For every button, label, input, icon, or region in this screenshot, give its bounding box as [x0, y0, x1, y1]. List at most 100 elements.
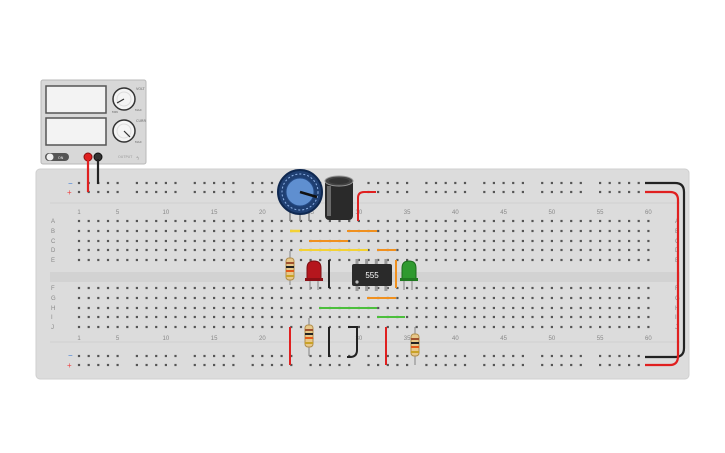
rail-hole[interactable]: [367, 363, 370, 367]
breadboard-hole[interactable]: [570, 239, 573, 243]
breadboard-hole[interactable]: [145, 286, 148, 290]
breadboard-hole[interactable]: [135, 306, 138, 310]
breadboard-hole[interactable]: [608, 229, 611, 233]
breadboard-hole[interactable]: [106, 296, 110, 300]
rail-hole[interactable]: [570, 354, 573, 358]
breadboard-hole[interactable]: [164, 286, 167, 290]
breadboard-hole[interactable]: [386, 325, 389, 329]
breadboard-hole[interactable]: [77, 229, 81, 233]
breadboard-hole[interactable]: [560, 325, 563, 329]
breadboard-hole[interactable]: [203, 219, 206, 223]
breadboard-hole[interactable]: [473, 296, 476, 300]
breadboard-hole[interactable]: [174, 325, 177, 329]
breadboard-hole[interactable]: [348, 239, 351, 243]
rail-hole[interactable]: [608, 181, 611, 185]
breadboard-hole[interactable]: [184, 315, 187, 319]
breadboard-hole[interactable]: [77, 248, 81, 252]
breadboard-hole[interactable]: [618, 239, 621, 243]
breadboard-hole[interactable]: [589, 229, 592, 233]
rail-hole[interactable]: [87, 354, 90, 358]
breadboard-hole[interactable]: [463, 229, 467, 233]
breadboard-hole[interactable]: [290, 315, 293, 319]
breadboard-hole[interactable]: [589, 258, 592, 262]
rail-hole[interactable]: [290, 363, 293, 367]
rail-hole[interactable]: [579, 181, 582, 185]
breadboard-hole[interactable]: [512, 315, 515, 319]
breadboard-hole[interactable]: [628, 286, 631, 290]
breadboard-hole[interactable]: [492, 306, 495, 310]
breadboard-hole[interactable]: [483, 296, 486, 300]
breadboard-hole[interactable]: [492, 286, 495, 290]
rail-hole[interactable]: [406, 354, 409, 358]
rail-hole[interactable]: [599, 354, 602, 358]
breadboard-hole[interactable]: [560, 229, 563, 233]
breadboard-hole[interactable]: [184, 258, 187, 262]
breadboard-hole[interactable]: [164, 219, 167, 223]
rail-hole[interactable]: [628, 363, 631, 367]
breadboard-hole[interactable]: [570, 248, 573, 252]
breadboard-hole[interactable]: [512, 229, 515, 233]
breadboard-hole[interactable]: [116, 219, 119, 223]
rail-hole[interactable]: [280, 354, 283, 358]
breadboard-hole[interactable]: [270, 286, 274, 290]
breadboard-hole[interactable]: [251, 306, 254, 310]
breadboard-hole[interactable]: [444, 315, 447, 319]
breadboard-hole[interactable]: [512, 325, 515, 329]
rail-hole[interactable]: [550, 190, 553, 194]
breadboard-hole[interactable]: [251, 239, 254, 243]
rail-hole[interactable]: [444, 181, 447, 185]
breadboard-hole[interactable]: [328, 315, 331, 319]
breadboard-hole[interactable]: [396, 229, 399, 233]
breadboard-hole[interactable]: [454, 325, 457, 329]
breadboard-hole[interactable]: [512, 296, 515, 300]
breadboard-hole[interactable]: [232, 229, 235, 233]
breadboard-hole[interactable]: [97, 306, 100, 310]
breadboard-hole[interactable]: [637, 286, 640, 290]
breadboard-hole[interactable]: [463, 325, 467, 329]
breadboard-hole[interactable]: [193, 258, 196, 262]
breadboard-hole[interactable]: [541, 229, 544, 233]
rail-hole[interactable]: [570, 190, 573, 194]
breadboard-hole[interactable]: [155, 296, 158, 300]
breadboard-hole[interactable]: [299, 239, 303, 243]
breadboard-hole[interactable]: [319, 219, 322, 223]
breadboard-hole[interactable]: [531, 325, 534, 329]
breadboard-hole[interactable]: [357, 296, 360, 300]
breadboard-hole[interactable]: [579, 248, 582, 252]
rail-hole[interactable]: [145, 181, 148, 185]
breadboard-hole[interactable]: [135, 229, 138, 233]
breadboard-hole[interactable]: [193, 315, 196, 319]
breadboard-hole[interactable]: [309, 258, 312, 262]
breadboard-hole[interactable]: [550, 296, 553, 300]
rail-hole[interactable]: [512, 363, 515, 367]
breadboard-hole[interactable]: [521, 325, 524, 329]
rail-hole[interactable]: [319, 363, 322, 367]
breadboard-hole[interactable]: [396, 325, 399, 329]
rail-hole[interactable]: [377, 354, 380, 358]
breadboard-hole[interactable]: [608, 325, 611, 329]
breadboard-hole[interactable]: [454, 219, 457, 223]
breadboard-hole[interactable]: [425, 248, 428, 252]
breadboard-hole[interactable]: [145, 306, 148, 310]
resistor-left[interactable]: [285, 251, 295, 285]
rail-hole[interactable]: [261, 363, 264, 367]
rail-hole[interactable]: [164, 190, 167, 194]
breadboard-hole[interactable]: [116, 296, 119, 300]
breadboard-hole[interactable]: [145, 325, 148, 329]
rail-hole[interactable]: [251, 181, 254, 185]
breadboard-hole[interactable]: [386, 239, 389, 243]
rail-hole[interactable]: [541, 181, 544, 185]
breadboard-hole[interactable]: [193, 286, 196, 290]
breadboard-hole[interactable]: [164, 229, 167, 233]
breadboard-hole[interactable]: [637, 239, 640, 243]
breadboard-hole[interactable]: [106, 306, 110, 310]
rail-hole[interactable]: [560, 190, 563, 194]
breadboard-hole[interactable]: [570, 315, 573, 319]
breadboard-hole[interactable]: [270, 306, 274, 310]
rail-hole[interactable]: [637, 181, 640, 185]
rail-hole[interactable]: [599, 181, 602, 185]
breadboard-hole[interactable]: [155, 248, 158, 252]
breadboard-hole[interactable]: [87, 239, 90, 243]
rail-hole[interactable]: [261, 181, 264, 185]
rail-hole[interactable]: [222, 181, 225, 185]
